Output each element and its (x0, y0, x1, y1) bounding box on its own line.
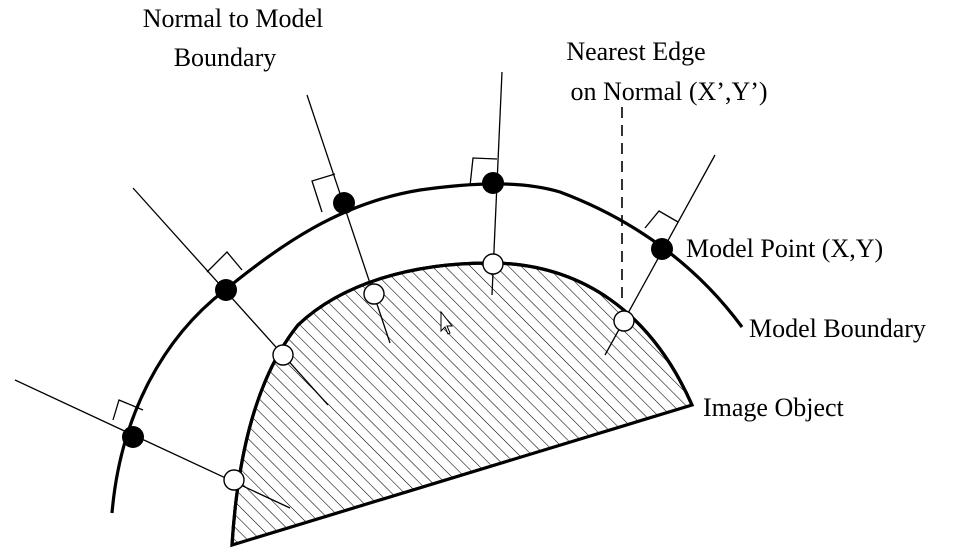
image-object-outline (230, 261, 694, 546)
edge-point-3 (363, 283, 385, 305)
model-boundary-label: Model Boundary (749, 314, 926, 343)
right-angle-marker-5 (644, 210, 679, 229)
image-object-label: Image Object (703, 393, 845, 422)
right-angle-marker-4 (469, 157, 498, 187)
normal-label-line1: Normal to Model (143, 4, 324, 33)
model-point-label: Model Point (X,Y) (686, 234, 883, 263)
model-point-1 (122, 426, 144, 448)
normal-line-1 (14, 379, 291, 509)
edge-point-4 (482, 253, 504, 275)
edge-point-1 (223, 469, 245, 491)
image-object-region (230, 261, 695, 548)
model-point-3 (333, 192, 355, 214)
model-point-5 (651, 238, 673, 260)
model-point-4 (482, 172, 504, 194)
right-angle-marker-2 (206, 251, 243, 273)
right-angle-marker-3 (311, 173, 336, 213)
model-point-2 (215, 279, 237, 301)
model-boundary-curve (110, 182, 744, 514)
edge-point-2 (272, 344, 294, 366)
nearest-edge-label-line1: Nearest Edge (566, 37, 705, 66)
right-angle-marker-1 (112, 399, 144, 421)
nearest-edge-label-line2: on Normal (X’,Y’) (570, 77, 767, 106)
cursor-icon (440, 310, 454, 335)
normal-label-line2: Boundary (174, 43, 277, 72)
edge-point-5 (613, 310, 635, 332)
